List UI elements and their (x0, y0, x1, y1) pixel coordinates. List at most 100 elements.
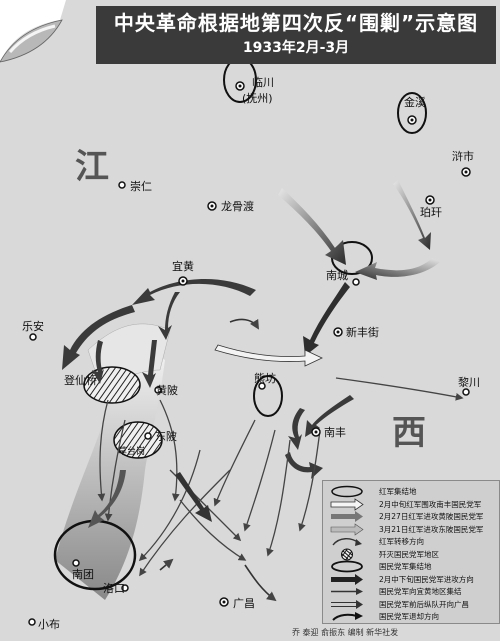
region-label-jiang: 江 (75, 147, 109, 187)
place-label-xiaobu: 小布 (38, 618, 60, 631)
arrow-nancheng-southwest (303, 282, 350, 356)
marker-dongpi (144, 432, 152, 440)
kmt-arrow-4 (298, 429, 321, 532)
arrow-double-symbol (331, 599, 363, 609)
place-label-nanfeng: 南丰 (324, 426, 346, 439)
kmt-arrow-3 (266, 439, 291, 557)
legend-item: 国民党军集结地 (323, 560, 499, 573)
legend-item: 国民党军退却方向 (323, 610, 499, 623)
legend-item: 3月21日红军进攻东陂国民党军 (323, 522, 499, 536)
attack-arrow-nanfeng-2 (305, 395, 354, 437)
kmt-gathering-symbol (331, 560, 363, 573)
retreat-arrow (244, 564, 277, 602)
region-label-xi: 西 (392, 413, 426, 453)
attack-arrow-hugan (393, 180, 431, 250)
marker-lichuan (462, 388, 470, 396)
attack-arrow-dengxian (62, 305, 135, 370)
arrow-dark-symbol (331, 573, 363, 585)
legend-item: 2月中下旬国民党军进攻方向 (323, 573, 499, 586)
legend-item: 国民党军向宜黄地区集结 (323, 585, 499, 598)
attack-arrow-nanfeng (288, 408, 305, 450)
kmt-arrow-10 (138, 449, 201, 562)
marker-nantuan (72, 559, 80, 567)
attack-arrow-nancheng-north (278, 188, 346, 265)
place-label-jinxi: 金溪 (404, 96, 426, 109)
place-label-nengfang: 熊坊 (254, 372, 276, 385)
transfer-arrow-2 (159, 558, 174, 571)
place-label-huangpi: 黄陂 (156, 384, 178, 397)
title-bar: 中央革命根据地第四次反“围剿”示意图 1933年2月-3月 (96, 6, 496, 64)
marker-huangpi (154, 386, 162, 394)
legend-label: 红军集结地 (379, 487, 417, 496)
legend-label: 国民党军退却方向 (379, 612, 439, 621)
place-label-linchuan: 临川 (252, 76, 274, 89)
legend-label: 国民党军前后纵队开向广昌 (379, 599, 469, 609)
arrow-thin-symbol (331, 588, 363, 595)
legend-label: 国民党军向宜黄地区集结 (379, 587, 462, 596)
legend-item: 2月中旬红军围攻南丰国民党军 (323, 497, 499, 511)
place-label-hugan: 珀玕 (420, 206, 442, 219)
place-label-xinfengjie: 新丰街 (346, 326, 379, 339)
place-label-dongpi: 东陂 (155, 430, 177, 443)
transfer-arrow (229, 318, 259, 330)
attack-arrow-east (355, 258, 440, 280)
red-army-gathering-ellipse (397, 92, 427, 134)
place-label-xunshi: 浒市 (452, 150, 474, 163)
annihilated-area-hatch (113, 421, 163, 459)
legend-item: 国民党军前后纵队开向广昌 (323, 598, 499, 611)
legend-label: 歼灭国民党军地区 (379, 549, 439, 559)
attack-arrow-huangpi-1 (92, 340, 104, 384)
place-label-lichuan: 黎川 (458, 376, 480, 389)
kmt-arrow-6 (179, 499, 247, 561)
arrow-outline-symbol (330, 497, 364, 511)
attack-arrow-yihuang-west (132, 278, 256, 305)
attack-arrow-yihuang-hook (158, 292, 180, 340)
marker-xiaobu (28, 618, 36, 626)
place-label-caotaigang: 草台岗 (118, 447, 146, 457)
kmt-arrow-9 (159, 399, 180, 502)
kmt-arrow-11 (139, 469, 231, 577)
marker-chongren (118, 181, 126, 189)
credit-line: 乔 泰迎 俞振东 编制 新华社发 (292, 628, 399, 637)
red-army-corridor (55, 356, 165, 600)
place-label-chongren: 崇仁 (130, 180, 152, 193)
place-label-nancheng: 南城 (326, 269, 348, 282)
place-label-luokou: 洛口 (103, 582, 125, 595)
kmt-arrow-7 (97, 399, 109, 502)
kmt-arrow-lichuan (335, 377, 464, 401)
arrow-curved-symbol (332, 538, 362, 546)
kmt-dark-arrow-south-2 (88, 470, 126, 528)
kmt-arrow-2 (243, 429, 276, 532)
attack-arrow-huangpi-2 (142, 340, 157, 388)
legend-label: 国民党军集结地 (379, 562, 432, 571)
marker-luokou (121, 584, 129, 592)
place-label-guangchang: 广昌 (233, 597, 255, 610)
arrow-shaded-alt-symbol (330, 522, 364, 536)
legend-item: 歼灭国民党军地区 (323, 548, 499, 561)
marker-lean (29, 333, 37, 341)
place-label-longgudu: 龙骨渡 (221, 200, 254, 213)
place-label-fuzhou: (抚州) (242, 92, 273, 105)
place-label-dengxianqiao: 登仙桥 (64, 374, 97, 387)
arrow-outline-long (214, 344, 323, 367)
kmt-dark-arrow-south-1 (175, 472, 212, 522)
legend-item: 红军转移方向 (323, 535, 499, 548)
annihilated-area-symbol (341, 548, 353, 560)
legend-panel: 红军集结地 2月中旬红军围攻南丰国民党军 2月27日红军进攻黄陂国民党军 3月2… (322, 480, 500, 624)
legend-label: 2月中下旬国民党军进攻方向 (379, 574, 474, 584)
legend-label: 2月27日红军进攻黄陂国民党军 (379, 512, 484, 521)
legend-label: 2月中旬红军围攻南丰国民党军 (379, 499, 482, 509)
page-curl-decoration (0, 0, 66, 63)
map-title: 中央革命根据地第四次反“围剿”示意图 (113, 11, 479, 35)
kmt-arrow-1 (213, 419, 256, 507)
arrow-shaded-symbol (331, 511, 363, 522)
marker-nancheng (352, 278, 360, 286)
map-subtitle: 1933年2月-3月 (242, 40, 350, 56)
marker-nengfang (258, 382, 266, 390)
place-label-nantuan: 南团 (72, 568, 94, 581)
red-army-gathering-ellipse (253, 375, 283, 417)
legend-label: 红军转移方向 (379, 537, 424, 546)
